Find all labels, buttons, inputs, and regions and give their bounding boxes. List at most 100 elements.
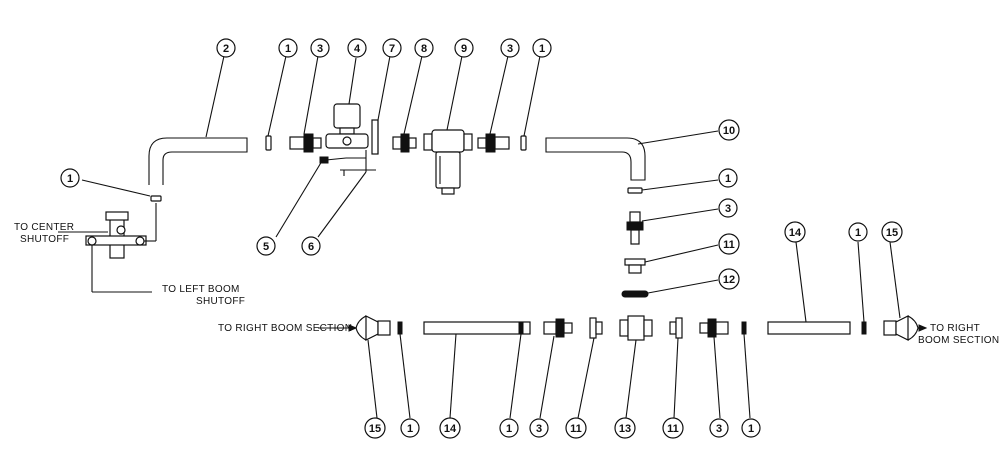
hose-14-left: [423, 321, 531, 335]
svg-text:7: 7: [389, 43, 395, 55]
balloon-3: 3: [529, 418, 549, 438]
part-balloons: 1 2 1 3 4 7 8 9 3 1 10 1 3 11 12 5 6 14 …: [60, 38, 903, 439]
balloon-3: 3: [718, 198, 738, 218]
fitting-nipple: [392, 133, 417, 153]
svg-text:11: 11: [570, 423, 582, 435]
balloon-3: 3: [310, 38, 330, 58]
solenoid-wiring: [319, 119, 379, 176]
o-ring: [621, 290, 649, 298]
balloon-1: 1: [848, 222, 868, 242]
balloon-1: 1: [741, 418, 761, 438]
svg-text:1: 1: [539, 43, 545, 55]
balloon-1: 1: [718, 168, 738, 188]
label-to-left-boom-line1: TO LEFT BOOM: [162, 284, 240, 295]
svg-text:4: 4: [354, 43, 361, 55]
balloon-13: 13: [614, 417, 636, 439]
gasket: [518, 321, 524, 335]
svg-text:15: 15: [369, 423, 381, 435]
svg-text:1: 1: [67, 173, 73, 185]
svg-text:3: 3: [507, 43, 513, 55]
leader-lines: [81, 55, 901, 419]
balloon-10: 10: [718, 119, 740, 141]
callout-labels: TO CENTER SHUTOFF TO LEFT BOOM SHUTOFF T…: [14, 222, 999, 346]
balloon-3: 3: [709, 418, 729, 438]
balloon-14: 14: [439, 417, 461, 439]
svg-text:14: 14: [789, 227, 802, 239]
balloon-14: 14: [784, 221, 806, 243]
balloon-5: 5: [256, 236, 276, 256]
label-to-center-shutoff-line2: SHUTOFF: [20, 234, 69, 245]
svg-text:12: 12: [723, 274, 735, 286]
balloon-4: 4: [347, 38, 367, 58]
svg-text:1: 1: [285, 43, 291, 55]
svg-text:1: 1: [725, 173, 731, 185]
svg-text:11: 11: [723, 239, 735, 251]
label-to-right-boom-line2: BOOM SECTION: [918, 335, 999, 346]
balloon-2: 2: [216, 38, 236, 58]
balloon-3: 3: [500, 38, 520, 58]
balloon-15: 15: [364, 417, 386, 439]
balloon-1: 1: [499, 418, 519, 438]
balloon-1: 1: [532, 38, 552, 58]
svg-text:10: 10: [723, 125, 735, 137]
svg-text:5: 5: [263, 241, 269, 253]
fitting-nipple: [477, 133, 510, 153]
fitting-nipple: [699, 318, 729, 338]
bushing: [589, 317, 603, 339]
solenoid-valve: [325, 103, 369, 149]
balloon-15: 15: [881, 221, 903, 243]
gasket: [741, 321, 747, 335]
svg-text:1: 1: [748, 423, 754, 435]
label-to-right-boom-line1: TO RIGHT: [930, 323, 980, 334]
balloon-12: 12: [718, 268, 740, 290]
fitting-nipple-vertical: [626, 211, 644, 245]
svg-text:3: 3: [317, 43, 323, 55]
balloon-1: 1: [400, 418, 420, 438]
label-to-left-boom-line2: SHUTOFF: [196, 296, 245, 307]
tee-fitting: [619, 315, 653, 341]
fitting-nipple: [543, 318, 573, 338]
hose-elbow-10: [545, 137, 646, 181]
svg-text:15: 15: [886, 227, 898, 239]
svg-text:6: 6: [308, 241, 314, 253]
boom-nozzle-right: [883, 315, 919, 341]
svg-text:8: 8: [421, 43, 427, 55]
balloon-11: 11: [565, 417, 587, 439]
balloon-11: 11: [718, 233, 740, 255]
svg-text:13: 13: [619, 423, 631, 435]
label-to-right-boom-section-left: TO RIGHT BOOM SECTION: [218, 323, 352, 334]
balloon-1: 1: [278, 38, 298, 58]
svg-text:2: 2: [223, 43, 229, 55]
gasket: [520, 135, 527, 151]
fitting-nipple: [289, 133, 322, 153]
gasket: [397, 321, 403, 335]
balloon-6: 6: [301, 236, 321, 256]
hose-14-right: [767, 321, 851, 335]
balloon-8: 8: [414, 38, 434, 58]
hose-elbow-2: [148, 137, 248, 185]
gasket: [627, 187, 643, 194]
bushing: [669, 317, 683, 339]
svg-text:3: 3: [725, 203, 731, 215]
label-leader-lines: [58, 231, 928, 332]
gasket: [265, 135, 272, 151]
svg-text:11: 11: [667, 423, 679, 435]
balloon-7: 7: [382, 38, 402, 58]
svg-text:3: 3: [716, 423, 722, 435]
svg-text:3: 3: [536, 423, 542, 435]
bushing: [624, 258, 646, 274]
balloon-11: 11: [662, 417, 684, 439]
gasket: [150, 195, 162, 202]
svg-text:1: 1: [855, 227, 861, 239]
balloon-9: 9: [454, 38, 474, 58]
balloon-1: 1: [60, 168, 80, 188]
svg-text:1: 1: [506, 423, 512, 435]
gasket: [861, 321, 867, 335]
label-to-center-shutoff-line1: TO CENTER: [14, 222, 74, 233]
svg-text:9: 9: [461, 43, 467, 55]
three-way-valve: [85, 203, 157, 259]
svg-text:14: 14: [444, 423, 457, 435]
line-strainer: [423, 129, 473, 195]
svg-text:1: 1: [407, 423, 413, 435]
